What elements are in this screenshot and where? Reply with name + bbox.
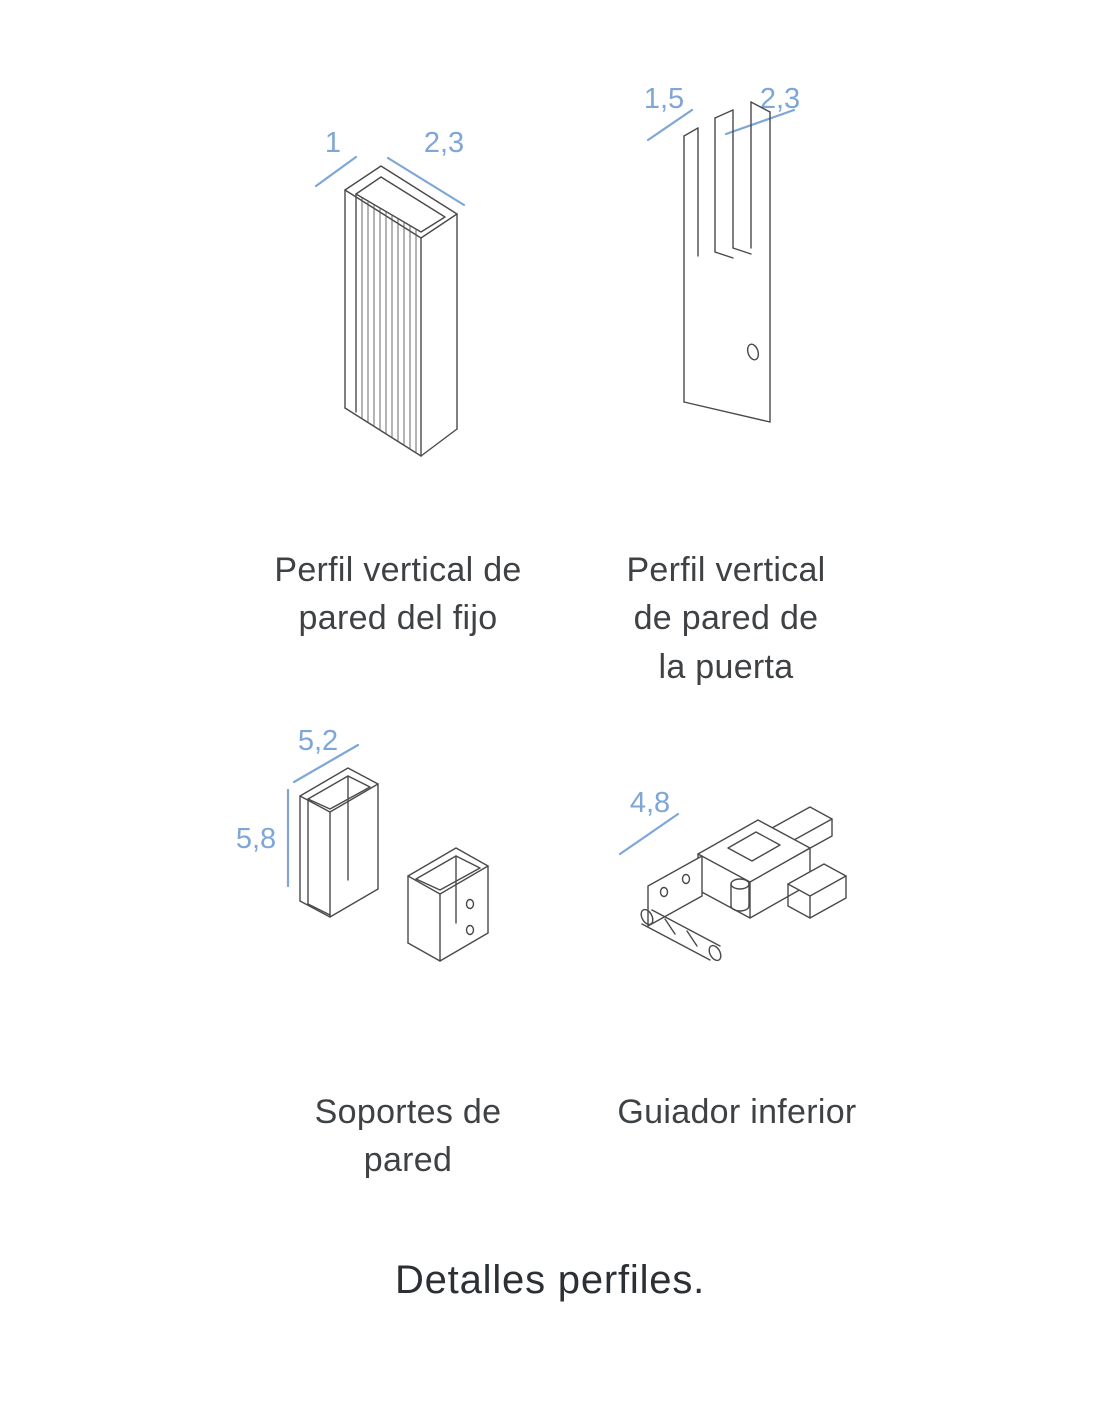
soportes-drawing: 5,2 5,8 (236, 725, 489, 962)
figure-caption: Perfil vertical de pared de la puerta (626, 551, 826, 686)
wall-bracket-right (407, 847, 489, 962)
dimension-lines (314, 155, 466, 207)
guiador-drawing: 4,8 (618, 787, 847, 962)
dimension-label: 5,2 (298, 725, 338, 757)
door-wall-profile (683, 101, 771, 423)
screw-hole (659, 886, 669, 898)
dimension-label: 4,8 (630, 787, 670, 819)
screw-hole (746, 343, 760, 361)
screw-hole (681, 873, 691, 885)
figure-caption: Guiador inferior (617, 1093, 857, 1131)
guide-pin (730, 878, 750, 912)
figure-caption: Soportes de pared (314, 1093, 502, 1180)
screw-hole (465, 924, 475, 936)
serration-ribs (361, 198, 417, 453)
dimension-label: 5,8 (236, 823, 276, 855)
perfil-fijo-drawing: 1 2,3 (314, 127, 466, 457)
dimension-lines (646, 108, 796, 142)
perfil-puerta-drawing: 1,5 2,3 (644, 83, 800, 423)
dimension-lines (286, 743, 360, 888)
dimension-label: 1 (325, 127, 341, 159)
dimension-label: 1,5 (644, 83, 684, 115)
footer-title: Detalles perfiles. (394, 1258, 706, 1302)
screw-hole (465, 898, 475, 910)
wall-bracket-left (299, 767, 379, 918)
figure-caption: Perfil vertical de pared del fijo (274, 551, 522, 638)
hinge-barrel (640, 908, 722, 962)
dimension-lines (618, 812, 680, 856)
dimension-label: 2,3 (424, 127, 464, 159)
bottom-guide-assembly (640, 806, 847, 962)
u-channel-profile (344, 165, 458, 457)
